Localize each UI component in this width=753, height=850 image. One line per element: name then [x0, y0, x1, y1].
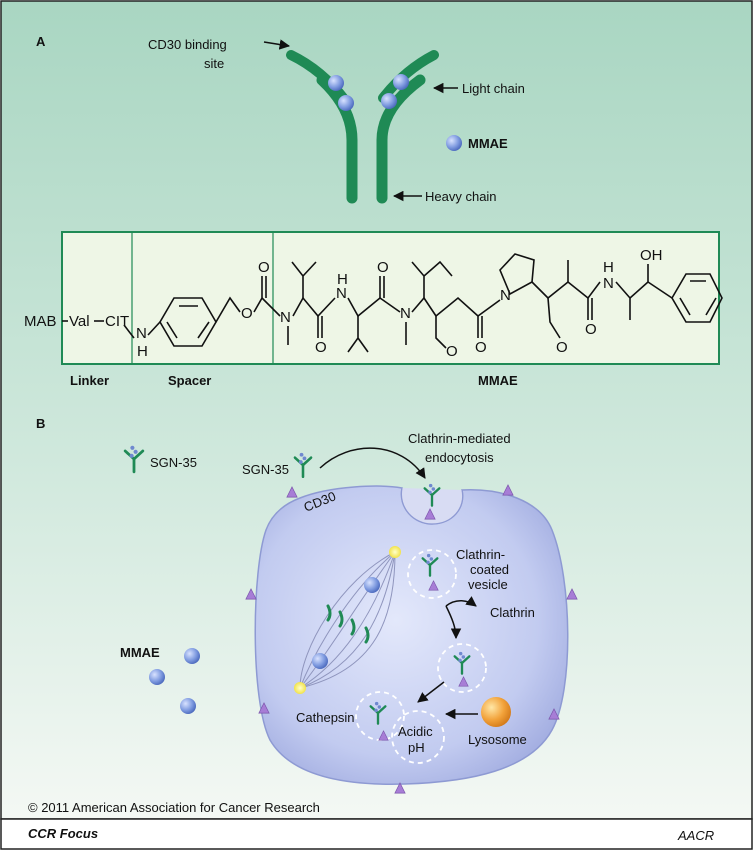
- structure-n: N: [336, 285, 347, 302]
- vesicle-label: Clathrin-: [456, 547, 505, 562]
- mmae-drug-ball: [328, 75, 344, 91]
- chromosomes: [326, 604, 370, 644]
- mmae-drug-ball: [381, 93, 397, 109]
- caption-linker: Linker: [70, 373, 109, 388]
- lysosome-label: Lysosome: [468, 732, 527, 747]
- chemical-structure: [62, 253, 723, 353]
- light-chain-label: Light chain: [462, 81, 525, 96]
- clathrin-arrow: [445, 596, 477, 607]
- endocytosis-label: Clathrin-mediated: [408, 431, 511, 446]
- clathrin-label: Clathrin: [490, 605, 535, 620]
- panel-a-label: A: [36, 34, 46, 49]
- heavy-chain-label: Heavy chain: [425, 189, 497, 204]
- mmae-legend-label: MMAE: [468, 136, 508, 151]
- mmae-free-label: MMAE: [120, 645, 160, 660]
- mmae-legend-ball: [446, 135, 462, 151]
- caption-spacer: Spacer: [168, 373, 211, 388]
- structure-n: N: [400, 305, 411, 322]
- endocytosis-arrow: [319, 447, 426, 479]
- vesicle-to-endosome-arrow: [445, 605, 462, 640]
- heavy-chain-right: [376, 74, 426, 204]
- structure-o: O: [446, 343, 458, 360]
- structure-n: N: [136, 325, 147, 342]
- structure-h: H: [603, 259, 614, 276]
- footer-bar: [0, 818, 753, 850]
- sgn35-cell-label: SGN-35: [242, 462, 289, 477]
- mitotic-spindle: [299, 551, 396, 689]
- structure-mab: MAB: [24, 313, 57, 330]
- structure-val: Val: [69, 313, 90, 330]
- mmae-in-cell: [364, 577, 380, 593]
- light-chain-right: [378, 50, 439, 103]
- journal-name: CCR Focus: [28, 826, 98, 841]
- structure-o: O: [377, 259, 389, 276]
- cathepsin-label: Cathepsin: [296, 710, 355, 725]
- acidic-lysosome: [391, 710, 445, 764]
- structure-box: [61, 231, 720, 365]
- copyright: © 2011 American Association for Cancer R…: [28, 800, 320, 815]
- vesicle-label-3: vesicle: [468, 577, 508, 592]
- structure-o: O: [556, 339, 568, 356]
- panel-b-label: B: [36, 416, 45, 431]
- centrosome: [389, 546, 401, 558]
- centrosome: [294, 682, 306, 694]
- lysosome-sphere: [481, 697, 511, 727]
- mmae-free-ball: [149, 669, 165, 685]
- endosome-to-lysosome-arrow: [417, 681, 445, 703]
- aacr-logo: AACR: [677, 828, 714, 843]
- structure-n: N: [500, 287, 511, 304]
- structure-h: H: [337, 271, 348, 288]
- mmae-drug-ball: [393, 74, 409, 90]
- cd30-arrow: [263, 39, 291, 50]
- chemical-structure-text: MAB Val CIT N H O O N O N H O N O O N O …: [24, 247, 663, 360]
- structure-o: O: [315, 339, 327, 356]
- structure-n: N: [603, 275, 614, 292]
- mmae-in-cell: [312, 653, 328, 669]
- cd30-binding-site-label: CD30 binding: [148, 37, 227, 52]
- endocytosis-label-2: endocytosis: [425, 450, 494, 465]
- structure-o: O: [475, 339, 487, 356]
- structure-n: N: [280, 309, 291, 326]
- structure-o: O: [258, 259, 270, 276]
- light-chain-left: [286, 50, 350, 105]
- caption-mmae: MMAE: [478, 373, 518, 388]
- uncoated-vesicle: [437, 643, 487, 693]
- clathrin-coated-vesicle: [407, 549, 457, 599]
- acidic-ph-label: Acidic: [398, 724, 433, 739]
- mmae-free-ball: [184, 648, 200, 664]
- sgn35-legend-label: SGN-35: [150, 455, 197, 470]
- mmae-free-ball: [180, 698, 196, 714]
- antibody-illustration: [286, 50, 439, 204]
- structure-o: O: [241, 305, 253, 322]
- structure-oh: OH: [640, 247, 663, 264]
- structure-h: H: [137, 343, 148, 360]
- structure-o: O: [585, 321, 597, 338]
- vesicle-label-2: coated: [470, 562, 509, 577]
- acidic-ph-label-2: pH: [408, 740, 425, 755]
- cd30-binding-site-label-2: site: [204, 56, 224, 71]
- mmae-drug-ball: [338, 95, 354, 111]
- structure-cit: CIT: [105, 313, 129, 330]
